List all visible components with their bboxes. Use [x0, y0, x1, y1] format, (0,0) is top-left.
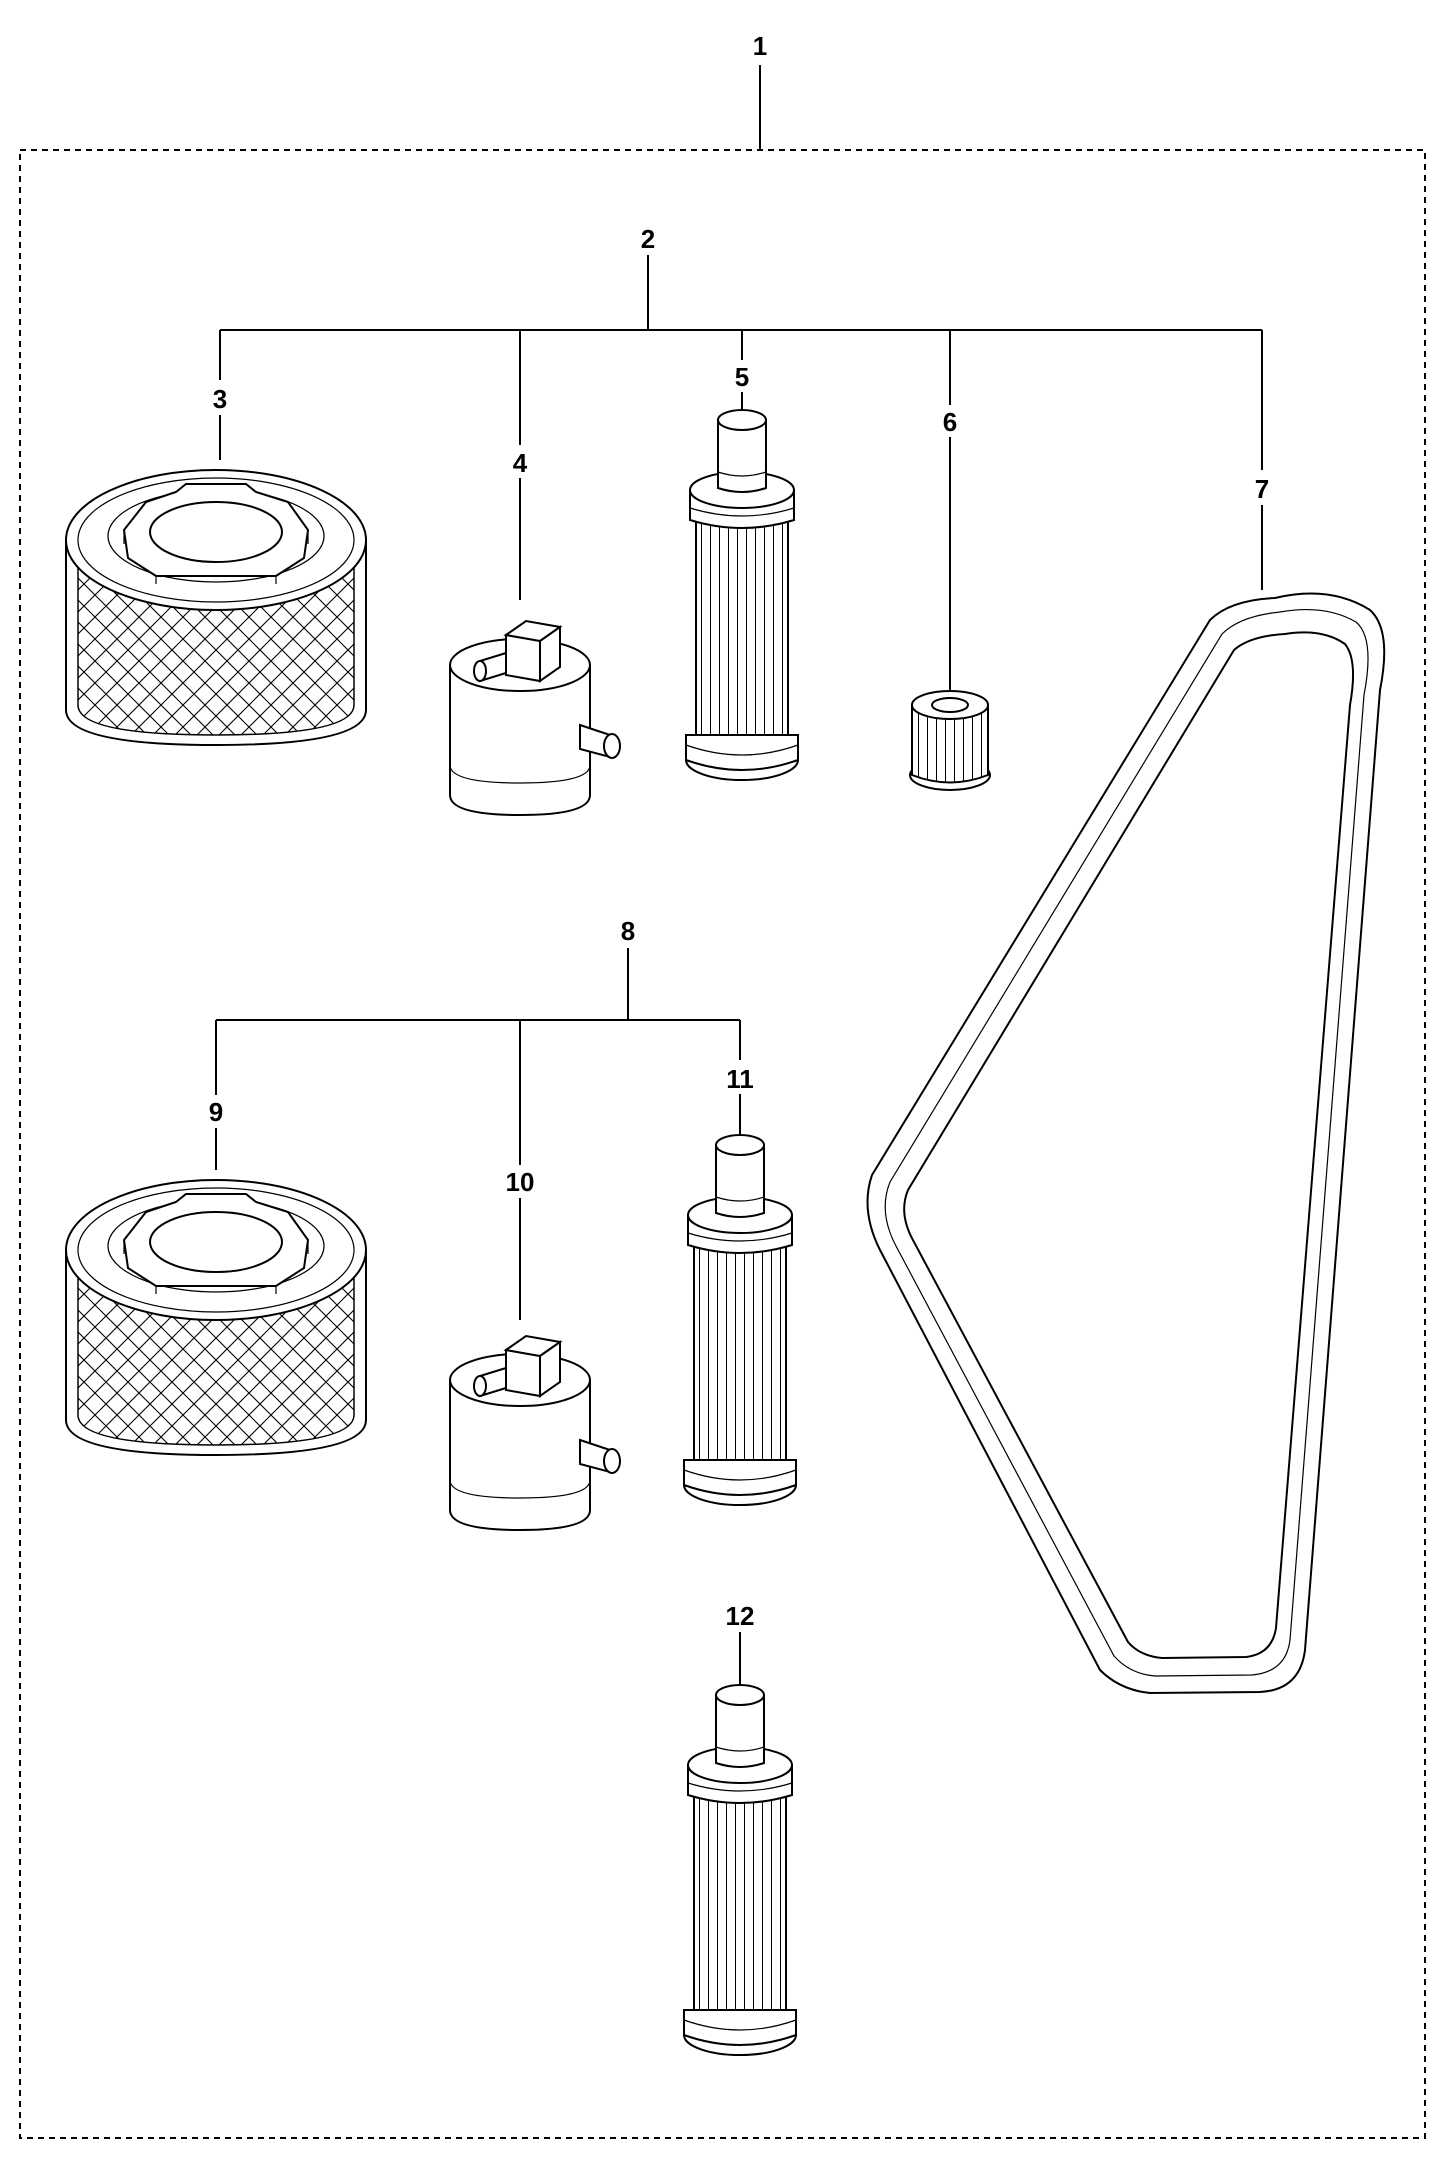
leader-lines — [215, 65, 1263, 1690]
fuel-filter-housing-icon-2 — [449, 1335, 621, 1531]
callout-4: 4 — [513, 448, 528, 478]
callout-3: 3 — [213, 384, 227, 414]
callout-12: 12 — [726, 1601, 755, 1631]
drive-belt-icon — [866, 592, 1386, 1695]
callout-2: 2 — [641, 224, 655, 254]
fuel-filter-housing-icon — [449, 620, 621, 816]
callout-labels: 1 2 3 4 5 6 7 8 9 10 11 12 — [209, 31, 1269, 1631]
air-filter-cartridge-icon-2 — [65, 1179, 367, 1456]
callout-10: 10 — [506, 1167, 535, 1197]
callout-5: 5 — [735, 362, 749, 392]
pleated-filter-element-icon — [685, 409, 799, 781]
callout-1: 1 — [753, 31, 767, 61]
callout-8: 8 — [621, 916, 635, 946]
callout-9: 9 — [209, 1097, 223, 1127]
pleated-filter-element-icon-2 — [683, 1134, 797, 1506]
kit-boundary-frame — [19, 149, 1426, 2139]
pleated-filter-element-icon-3 — [683, 1684, 797, 2056]
air-filter-cartridge-icon — [65, 469, 367, 746]
callout-6: 6 — [943, 407, 957, 437]
callout-7: 7 — [1255, 474, 1269, 504]
callout-11: 11 — [726, 1064, 754, 1094]
small-filter-insert-icon — [909, 690, 991, 791]
